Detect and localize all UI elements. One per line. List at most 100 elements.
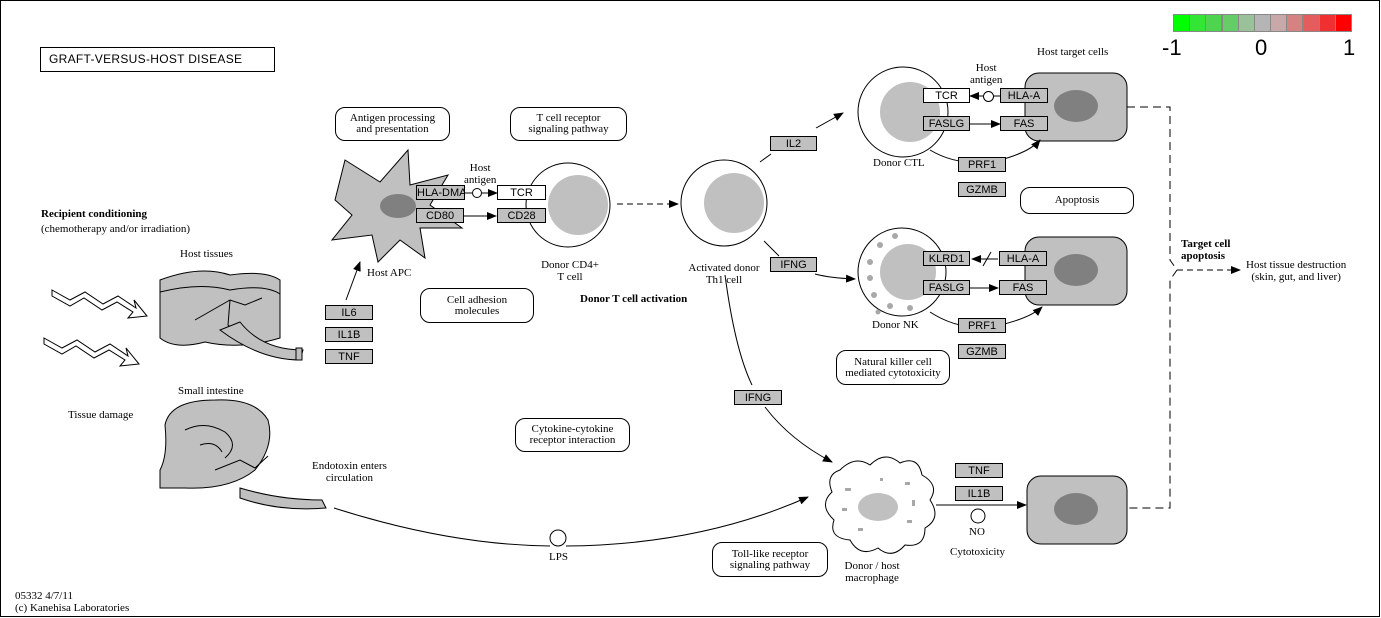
gene-gzmb-nk[interactable]: GZMB <box>958 344 1006 359</box>
gene-il2[interactable]: IL2 <box>770 136 817 151</box>
tissue-damage-label: Tissue damage <box>68 409 134 421</box>
host-apc-graphic <box>330 148 464 263</box>
donor-cd4-label: Donor CD4+ T cell <box>533 259 607 283</box>
macrophage-graphic <box>825 456 936 554</box>
nk-cytotoxicity-line-2: mediated cytotoxicity <box>845 366 941 379</box>
legend-swatch <box>1335 14 1352 32</box>
legend-label-zero: 0 <box>1255 35 1268 60</box>
legend-label-min: -1 <box>1162 35 1182 60</box>
gene-gzmb-ctl[interactable]: GZMB <box>958 182 1006 197</box>
gene-il1b-mac[interactable]: IL1B <box>955 486 1003 501</box>
donor-cd4-line-1: Donor CD4+ <box>541 259 599 271</box>
donor-ctl-cell <box>857 66 949 158</box>
donor-nk-cell <box>857 227 947 317</box>
donor-t-activation-label: Donor T cell activation <box>580 293 688 305</box>
macrophage-line-2: macrophage <box>845 572 899 584</box>
activated-th1-label: Activated donor Th1 cell <box>678 262 770 286</box>
host-target-cell-2 <box>1024 236 1128 306</box>
legend-swatch <box>1205 14 1223 32</box>
gene-fas-ctl[interactable]: FAS <box>1000 116 1048 131</box>
gene-ifng-mac[interactable]: IFNG <box>734 390 782 405</box>
gene-tcr-ctl[interactable]: TCR <box>923 88 970 103</box>
legend-swatch <box>1318 14 1336 32</box>
gene-tcr-cd4[interactable]: TCR <box>497 185 546 200</box>
gene-cd28[interactable]: CD28 <box>497 208 546 223</box>
toll-like-line-1: Toll-like receptor <box>731 547 809 560</box>
host-tissue-destruction-label: Host tissue destruction (skin, gut, and … <box>1246 259 1346 283</box>
host-antigen-ctl-label: Host antigen <box>970 62 1002 86</box>
diagram-title: GRAFT-VERSUS-HOST DISEASE <box>40 47 275 72</box>
host-antigen-line-1: Host <box>469 162 491 174</box>
legend-swatch <box>1254 14 1271 32</box>
no-label: NO <box>969 526 985 538</box>
endotoxin-label: Endotoxin enters circulation <box>312 460 387 484</box>
lps-compound[interactable] <box>549 529 567 547</box>
toll-like-line-2: signaling pathway <box>729 558 811 571</box>
macrophage-line-1: Donor / host <box>844 560 900 572</box>
activated-th1-line-2: Th1 cell <box>705 274 743 286</box>
legend-swatch <box>1302 14 1320 32</box>
gene-tnf-left[interactable]: TNF <box>325 349 373 364</box>
host-target-cell-1 <box>1024 72 1128 142</box>
gene-hla-a-ctl[interactable]: HLA-A <box>1000 88 1048 103</box>
gene-il6[interactable]: IL6 <box>325 305 373 320</box>
donor-cd4-cell <box>525 162 611 248</box>
gene-fasl-ctl[interactable]: FASLG <box>923 116 970 131</box>
macrophage-label: Donor / host macrophage <box>836 560 908 584</box>
activated-th1-line-1: Activated donor <box>688 262 760 274</box>
gene-cd80[interactable]: CD80 <box>416 208 464 223</box>
gene-prf1-nk[interactable]: PRF1 <box>958 318 1006 333</box>
legend-swatch <box>1221 14 1239 32</box>
endotoxin-line-2: circulation <box>325 472 373 484</box>
tcr-signaling-line-1: T cell receptor <box>536 112 601 124</box>
endotoxin-line-1: Endotoxin enters <box>312 460 387 472</box>
gene-tnf-mac[interactable]: TNF <box>955 463 1003 478</box>
cell-adhesion-line-2: molecules <box>454 304 500 317</box>
activated-th1-cell <box>680 159 768 247</box>
legend-swatch <box>1237 14 1255 32</box>
footer-copyright: (c) Kanehisa Laboratories <box>15 602 130 614</box>
host-apc-label: Host APC <box>367 267 412 279</box>
gene-ifng-nk[interactable]: IFNG <box>770 257 817 272</box>
gene-hla-a-nk[interactable]: HLA-A <box>999 251 1047 266</box>
target-cell-apoptosis-label: Target cell apoptosis <box>1181 238 1230 262</box>
lps-label: LPS <box>549 551 568 563</box>
apoptosis-label: Apoptosis <box>1054 194 1100 206</box>
gene-klrd1[interactable]: KLRD1 <box>923 251 970 266</box>
legend-label-max: 1 <box>1343 35 1356 60</box>
cytokine-line-1: Cytokine-cytokine <box>531 423 614 435</box>
gene-il1b-left[interactable]: IL1B <box>325 327 373 342</box>
host-antigen-ctl-line-2: antigen <box>970 74 1003 86</box>
legend-swatch <box>1189 14 1207 32</box>
small-intestine-graphic <box>159 399 327 510</box>
legend-swatch <box>1286 14 1304 32</box>
host-antigen-line-2: antigen <box>464 174 497 186</box>
gene-fasl-nk[interactable]: FASLG <box>923 280 970 295</box>
host-tissue-destruction-line-1: Host tissue destruction <box>1246 259 1347 271</box>
host-target-cell-3 <box>1026 475 1128 545</box>
host-antigen-ctl-node <box>983 91 994 102</box>
host-antigen-ctl-line-1: Host <box>975 62 997 74</box>
tissue-damage-arrows <box>43 289 148 367</box>
gene-hla-dma[interactable]: HLA-DMA <box>416 185 465 200</box>
chemo-label: (chemotherapy and/or irradiation) <box>41 223 191 235</box>
cytotoxicity-label: Cytotoxicity <box>950 546 1005 558</box>
footer-id: 05332 4/7/11 <box>15 590 73 602</box>
target-cell-apoptosis-line-1: Target cell <box>1181 238 1231 250</box>
tcr-signaling-line-2: signaling pathway <box>528 123 609 135</box>
gene-prf1-ctl[interactable]: PRF1 <box>958 157 1006 172</box>
gene-fas-nk[interactable]: FAS <box>999 280 1047 295</box>
cell-adhesion-line-1: Cell adhesion <box>446 293 508 306</box>
host-antigen-apc-node <box>472 188 482 198</box>
no-compound[interactable] <box>970 508 986 524</box>
antigen-processing-line-1: Antigen processing <box>349 112 436 124</box>
pathway-apoptosis[interactable]: Apoptosis <box>1020 187 1134 214</box>
donor-ctl-label: Donor CTL <box>873 157 925 169</box>
